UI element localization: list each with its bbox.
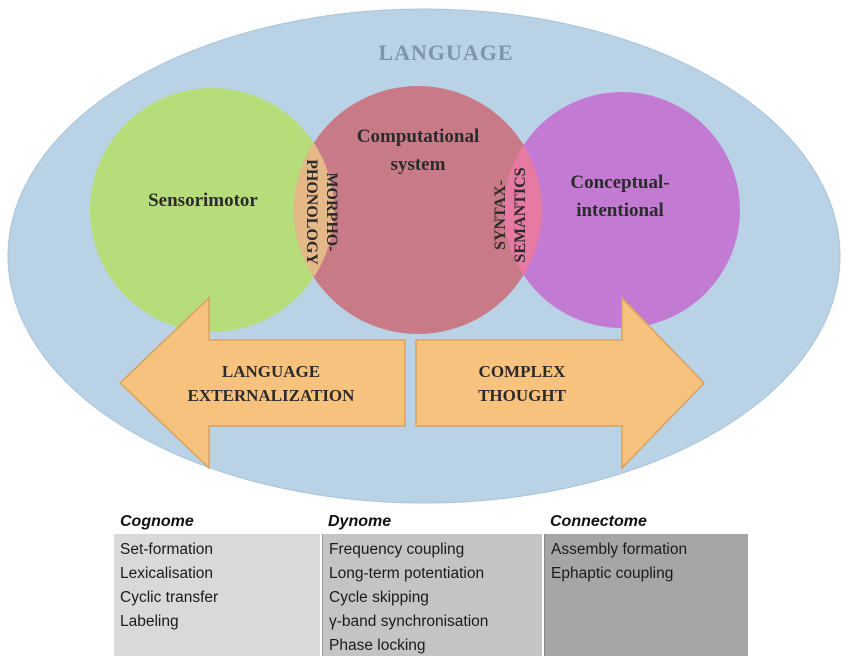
column-header: Dynome <box>322 510 542 534</box>
morpho-label-line2: PHONOLOGY <box>303 159 320 265</box>
list-item: Long-term potentiation <box>329 565 485 582</box>
list-item: Assembly formation <box>551 541 688 558</box>
levels-table: Cognome Set-formation Lexicalisation Cyc… <box>114 510 748 656</box>
cognome-column: Cognome Set-formation Lexicalisation Cyc… <box>114 510 320 656</box>
conceptual-label-line1: Conceptual- <box>570 172 669 193</box>
column-items: Set-formation Lexicalisation Cyclic tran… <box>114 534 320 656</box>
language-diagram: LANGUAGE Sensorimotor Computational syst… <box>7 8 841 504</box>
list-item: Labeling <box>120 613 179 630</box>
syntax-label-line2: SEMANTICS <box>512 167 529 262</box>
complex-thought-arrow <box>415 296 706 470</box>
syntax-label-line1: SYNTAX- <box>492 180 509 250</box>
list-item: Cyclic transfer <box>120 589 219 606</box>
morpho-label-line1: MORPHO- <box>323 172 340 251</box>
connectome-column: Connectome Assembly formation Ephaptic c… <box>544 510 748 656</box>
list-item: Frequency coupling <box>329 541 465 558</box>
column-header: Connectome <box>544 510 748 534</box>
column-header: Cognome <box>114 510 320 534</box>
sensorimotor-label: Sensorimotor <box>148 190 258 211</box>
computational-label-line2: system <box>391 154 446 175</box>
column-items: Frequency coupling Long-term potentiatio… <box>322 534 542 656</box>
sensorimotor-circle <box>90 88 334 332</box>
left-arrow-label-line1: LANGUAGE <box>222 362 320 381</box>
list-item: Cycle skipping <box>329 589 429 606</box>
list-item: Phase locking <box>329 637 426 654</box>
computational-system-circle <box>294 86 542 334</box>
left-arrow-label-line2: EXTERNALIZATION <box>188 386 356 405</box>
right-arrow-label-line2: THOUGHT <box>478 386 567 405</box>
conceptual-label-line2: intentional <box>576 200 664 221</box>
list-item: Lexicalisation <box>120 565 214 582</box>
language-externalization-arrow <box>118 296 406 470</box>
list-item: Set-formation <box>120 541 214 558</box>
computational-label-line1: Computational <box>357 126 479 147</box>
right-arrow-label-line1: COMPLEX <box>479 362 567 381</box>
dynome-column: Dynome Frequency coupling Long-term pote… <box>322 510 542 656</box>
list-item: Ephaptic coupling <box>551 565 674 582</box>
language-label: LANGUAGE <box>378 40 513 65</box>
column-items: Assembly formation Ephaptic coupling <box>544 534 748 656</box>
list-item: γ-band synchronisation <box>329 613 489 630</box>
conceptual-intentional-circle <box>504 92 740 328</box>
